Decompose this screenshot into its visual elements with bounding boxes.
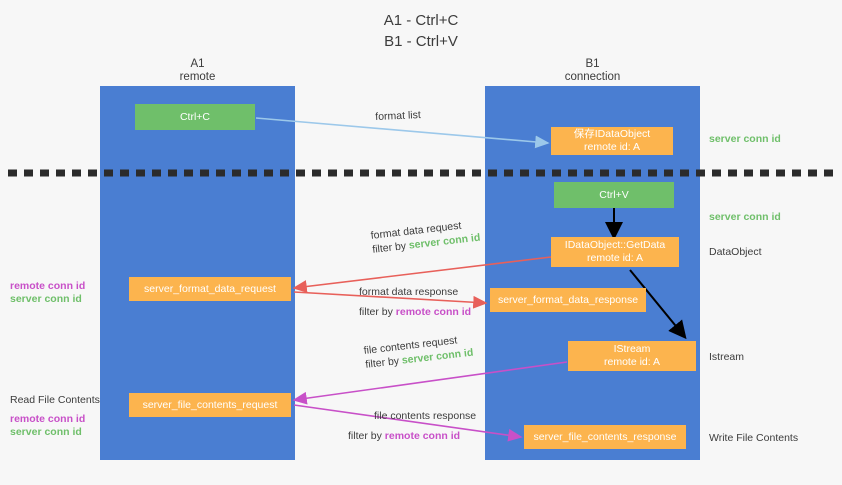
edge-label-format-data-response-line2: filter by remote conn id [359,305,471,319]
box-save-idataobject-line2: remote id: A [583,141,641,153]
box-ctrl-c[interactable]: Ctrl+C [135,104,255,130]
edge-label-format-data-request: format data request filter by server con… [370,217,481,257]
lane-header-a1: A1 remote [100,58,295,84]
lane-b1-sub: connection [564,71,621,83]
box-getdata[interactable]: IDataObject::GetData remote id: A [551,237,679,267]
box-istream-line2: remote id: A [603,356,661,368]
box-getdata-line2: remote id: A [586,252,644,264]
edge-fdreq-prefix: filter by [371,239,410,256]
box-istream-line1: IStream [613,343,651,355]
edge-label-format-list: format list [375,108,421,124]
edge-label-file-contents-response-line1: file contents response [374,410,477,422]
box-server-file-contents-request-label: server_file_contents_request [142,398,278,411]
box-server-format-data-request[interactable]: server_format_data_request [129,277,291,301]
title-line-1: A1 - Ctrl+C [383,12,459,29]
edge-label-file-contents-response: file contents response filter by remote … [348,409,477,443]
right-label-server-conn-id-2: server conn id [709,211,781,223]
box-server-file-contents-response-label: server_file_contents_response [533,430,677,443]
left-label-server-conn-id-2: server conn id [10,426,82,438]
left-label-remote-conn-id-1: remote conn id [10,280,86,292]
edge-fcres-prefix: filter by [348,430,385,442]
box-server-format-data-response[interactable]: server_format_data_response [490,288,646,312]
right-label-istream: Istream [709,351,745,363]
box-ctrl-v-label: Ctrl+V [599,188,629,201]
right-label-dataobject: DataObject [709,246,762,258]
left-label-server-conn-id-1: server conn id [10,293,82,305]
box-save-idataobject[interactable]: 保存IDataObject remote id: A [551,127,673,155]
right-label-server-conn-id-1: server conn id [709,133,781,145]
box-getdata-line1: IDataObject::GetData [564,239,666,251]
edge-label-format-data-response-line1: format data response [359,286,459,298]
box-server-format-data-response-label: server_format_data_response [497,293,639,306]
box-save-idataobject-line1: 保存IDataObject [573,128,651,140]
edge-fdres-value: remote conn id [395,306,472,318]
box-server-file-contents-response[interactable]: server_file_contents_response [524,425,686,449]
edge-fdres-prefix: filter by [359,306,396,318]
box-istream[interactable]: IStream remote id: A [568,341,696,371]
edge-label-file-contents-response-line2: filter by remote conn id [348,429,476,443]
edge-label-file-contents-request: file contents request filter by server c… [363,332,474,372]
edge-fcreq-prefix: filter by [364,354,403,371]
lane-header-b1: B1 connection [485,58,700,84]
lane-b1-name: B1 [585,58,600,70]
edge-label-format-data-response: format data response filter by remote co… [359,285,471,319]
title-line-2: B1 - Ctrl+V [384,33,458,50]
left-label-remote-conn-id-2: remote conn id [10,413,86,425]
left-label-read-file-contents: Read File Contents [10,394,100,406]
lane-a1-name: A1 [190,58,205,70]
lane-a1-sub: remote [179,71,216,83]
edge-label-format-list-text: format list [375,109,422,123]
box-server-file-contents-request[interactable]: server_file_contents_request [129,393,291,417]
right-label-write-file-contents: Write File Contents [709,432,799,444]
box-ctrl-v[interactable]: Ctrl+V [554,182,674,208]
box-ctrl-c-label: Ctrl+C [179,110,211,123]
page-title: A1 - Ctrl+C B1 - Ctrl+V [0,10,842,52]
box-server-format-data-request-label: server_format_data_request [144,282,276,295]
edge-fcres-value: remote conn id [384,430,461,442]
